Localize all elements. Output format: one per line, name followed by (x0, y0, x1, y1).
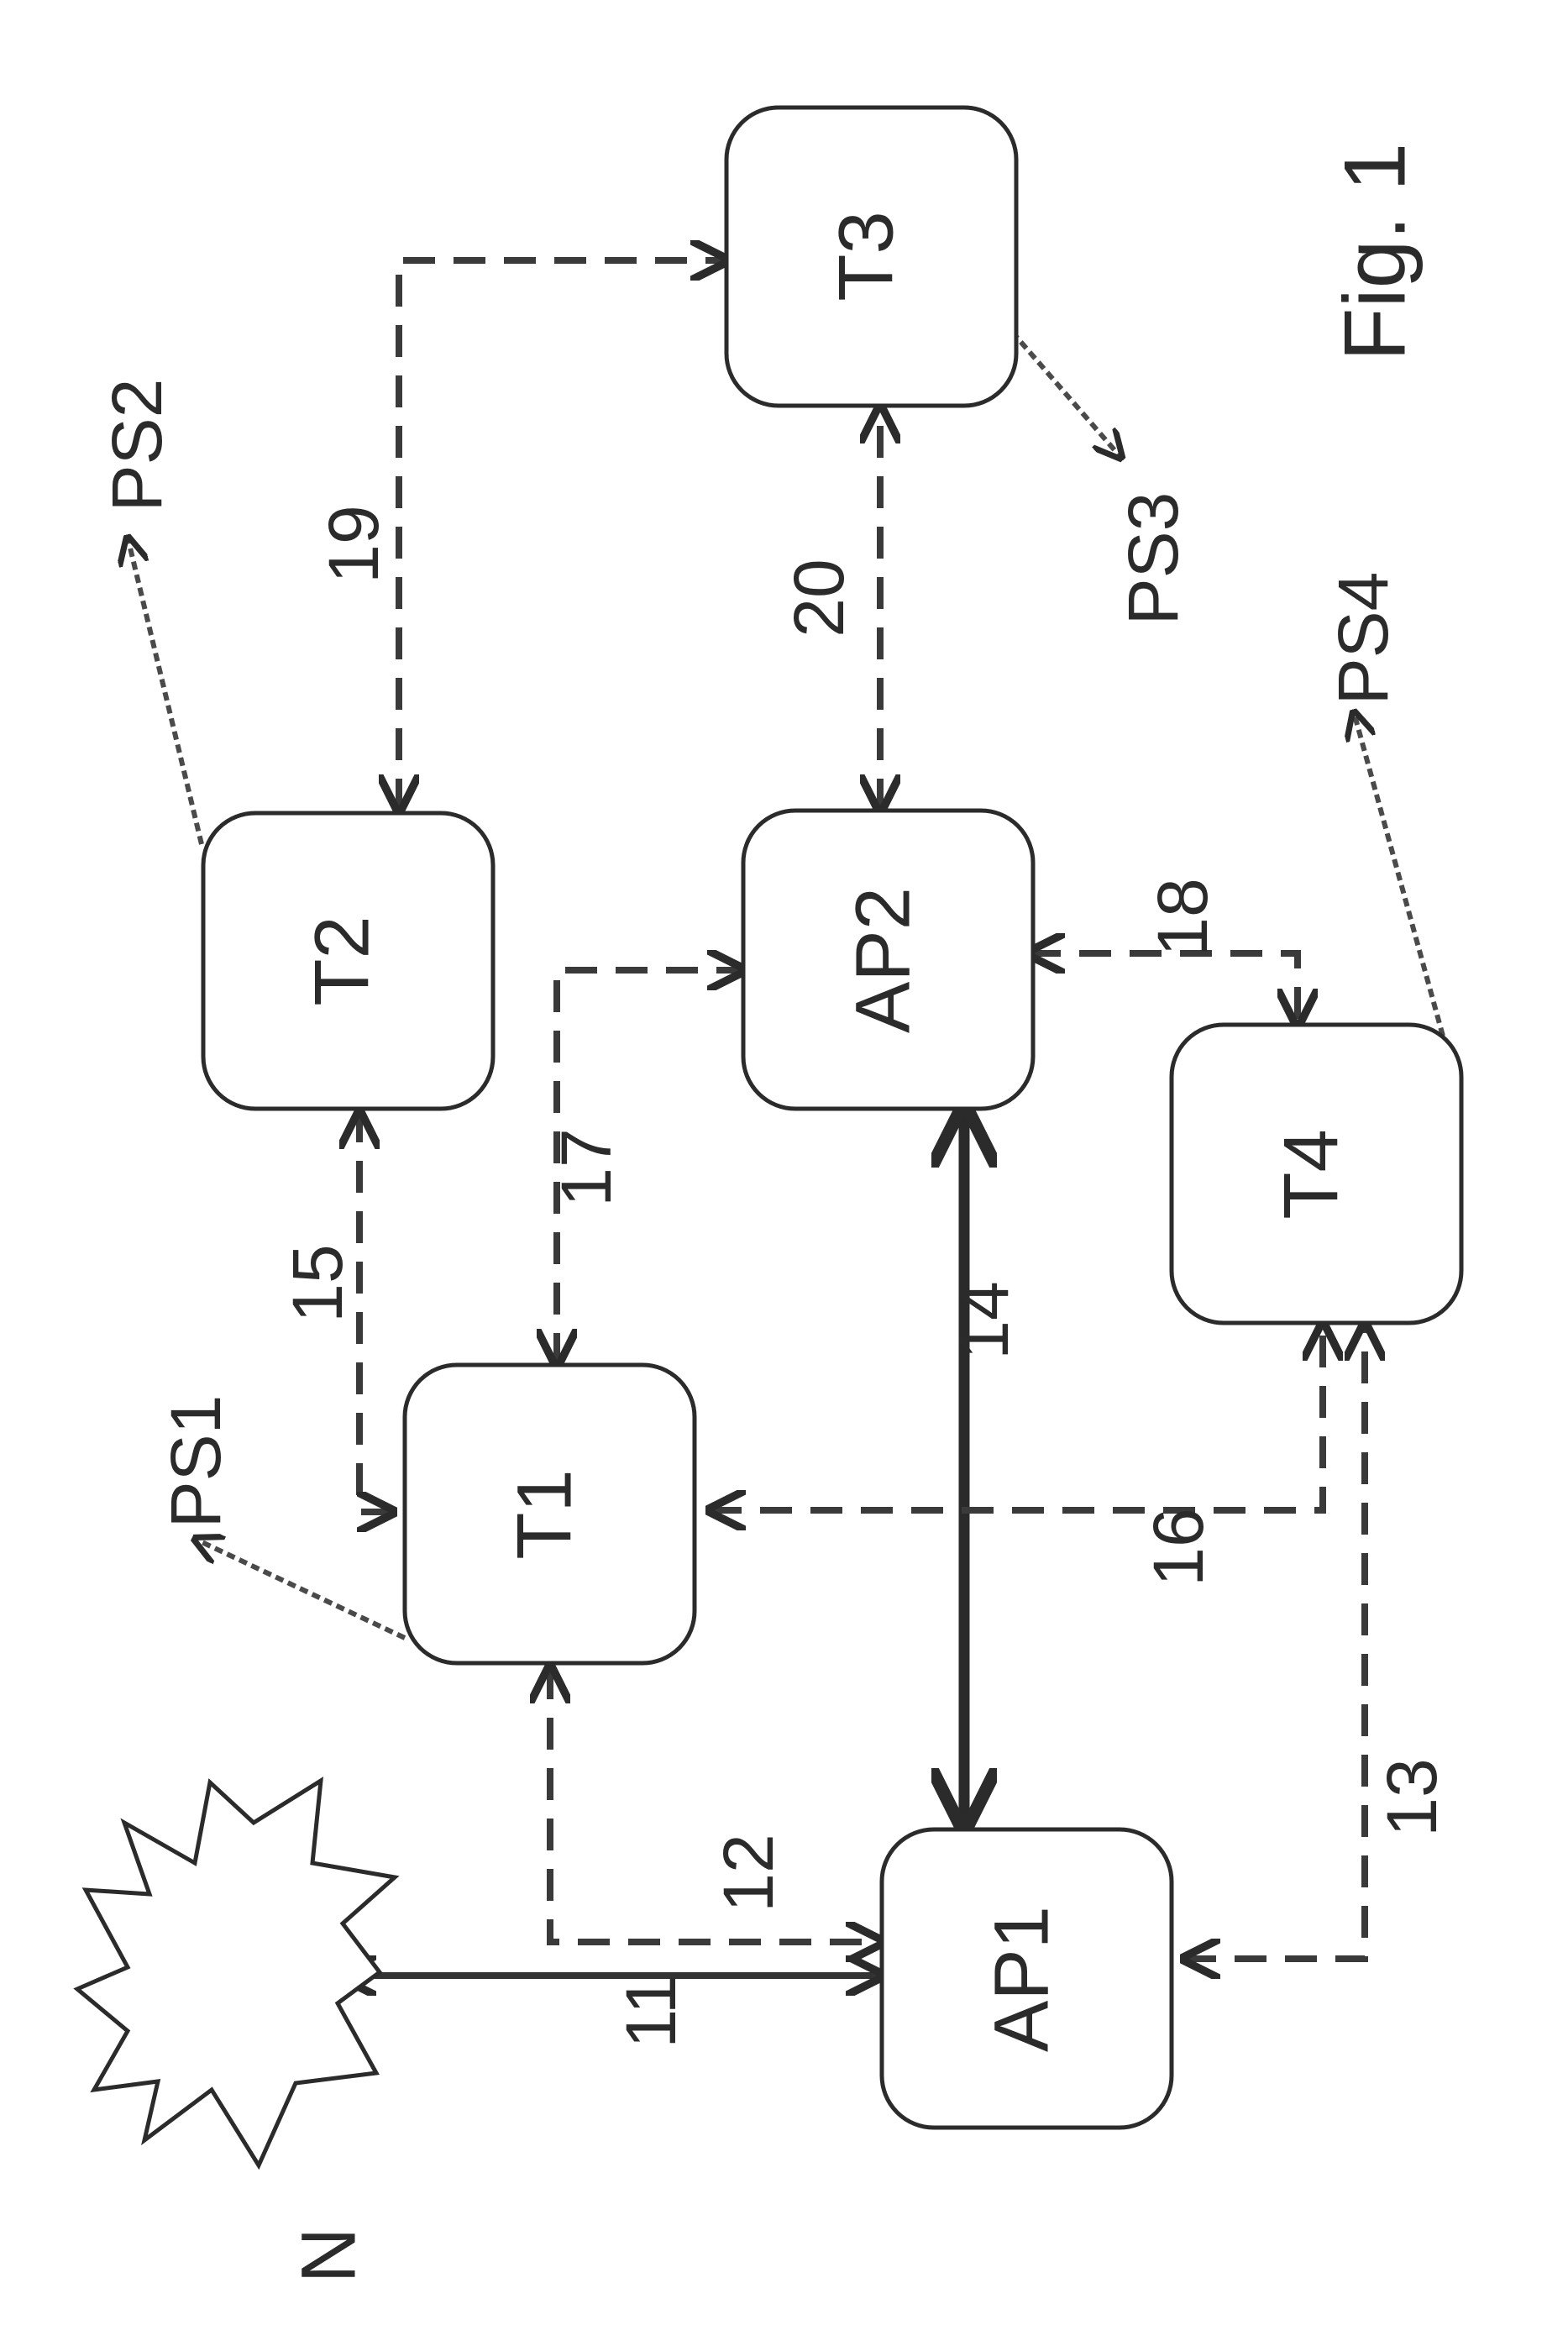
output-ps2-arrow (128, 538, 202, 844)
access-point-ap2: AP2 (743, 811, 1033, 1109)
link-14-label: 14 (944, 1281, 1023, 1359)
link-15-line (359, 1113, 393, 1512)
link-20-label: 20 (779, 559, 858, 637)
link-18-line (1029, 953, 1298, 1025)
terminal-t3: T3 (726, 108, 1016, 406)
terminal-t3-label: T3 (823, 211, 909, 301)
link-19-label: 19 (314, 505, 393, 583)
output-ps3-label: PS3 (1114, 492, 1193, 626)
noise-source-label: N (286, 2228, 371, 2283)
link-11-label: 11 (611, 1975, 690, 2048)
output-ps2-label: PS2 (97, 379, 176, 512)
link-19-line (399, 260, 726, 811)
terminal-t1-label: T1 (501, 1469, 587, 1559)
terminal-t4-label: T4 (1268, 1129, 1354, 1219)
terminal-t4: T4 (1172, 1025, 1461, 1323)
figure-label: Fig. 1 (1326, 143, 1424, 361)
link-12-label: 12 (709, 1834, 788, 1912)
access-point-ap2-label: AP2 (840, 887, 926, 1033)
output-ps3-arrow (1012, 332, 1121, 458)
output-ps1-label: PS1 (156, 1395, 235, 1529)
link-13-label: 13 (1372, 1758, 1451, 1836)
noise-source-burst: N (77, 1781, 395, 2283)
terminal-t1: T1 (405, 1365, 695, 1663)
output-ps4-label: PS4 (1324, 572, 1403, 706)
access-point-ap1: AP1 (882, 1829, 1172, 2128)
link-18-label: 18 (1143, 878, 1222, 956)
link-15-label: 15 (278, 1244, 357, 1322)
terminal-t2-label: T2 (299, 916, 385, 1005)
terminal-t2: T2 (203, 813, 493, 1109)
access-point-ap1-label: AP1 (978, 1906, 1064, 2052)
link-13-line (1184, 1325, 1365, 1959)
link-16-label: 16 (1139, 1508, 1218, 1586)
output-ps1-arrow (195, 1539, 405, 1638)
link-17-label: 17 (547, 1128, 626, 1206)
